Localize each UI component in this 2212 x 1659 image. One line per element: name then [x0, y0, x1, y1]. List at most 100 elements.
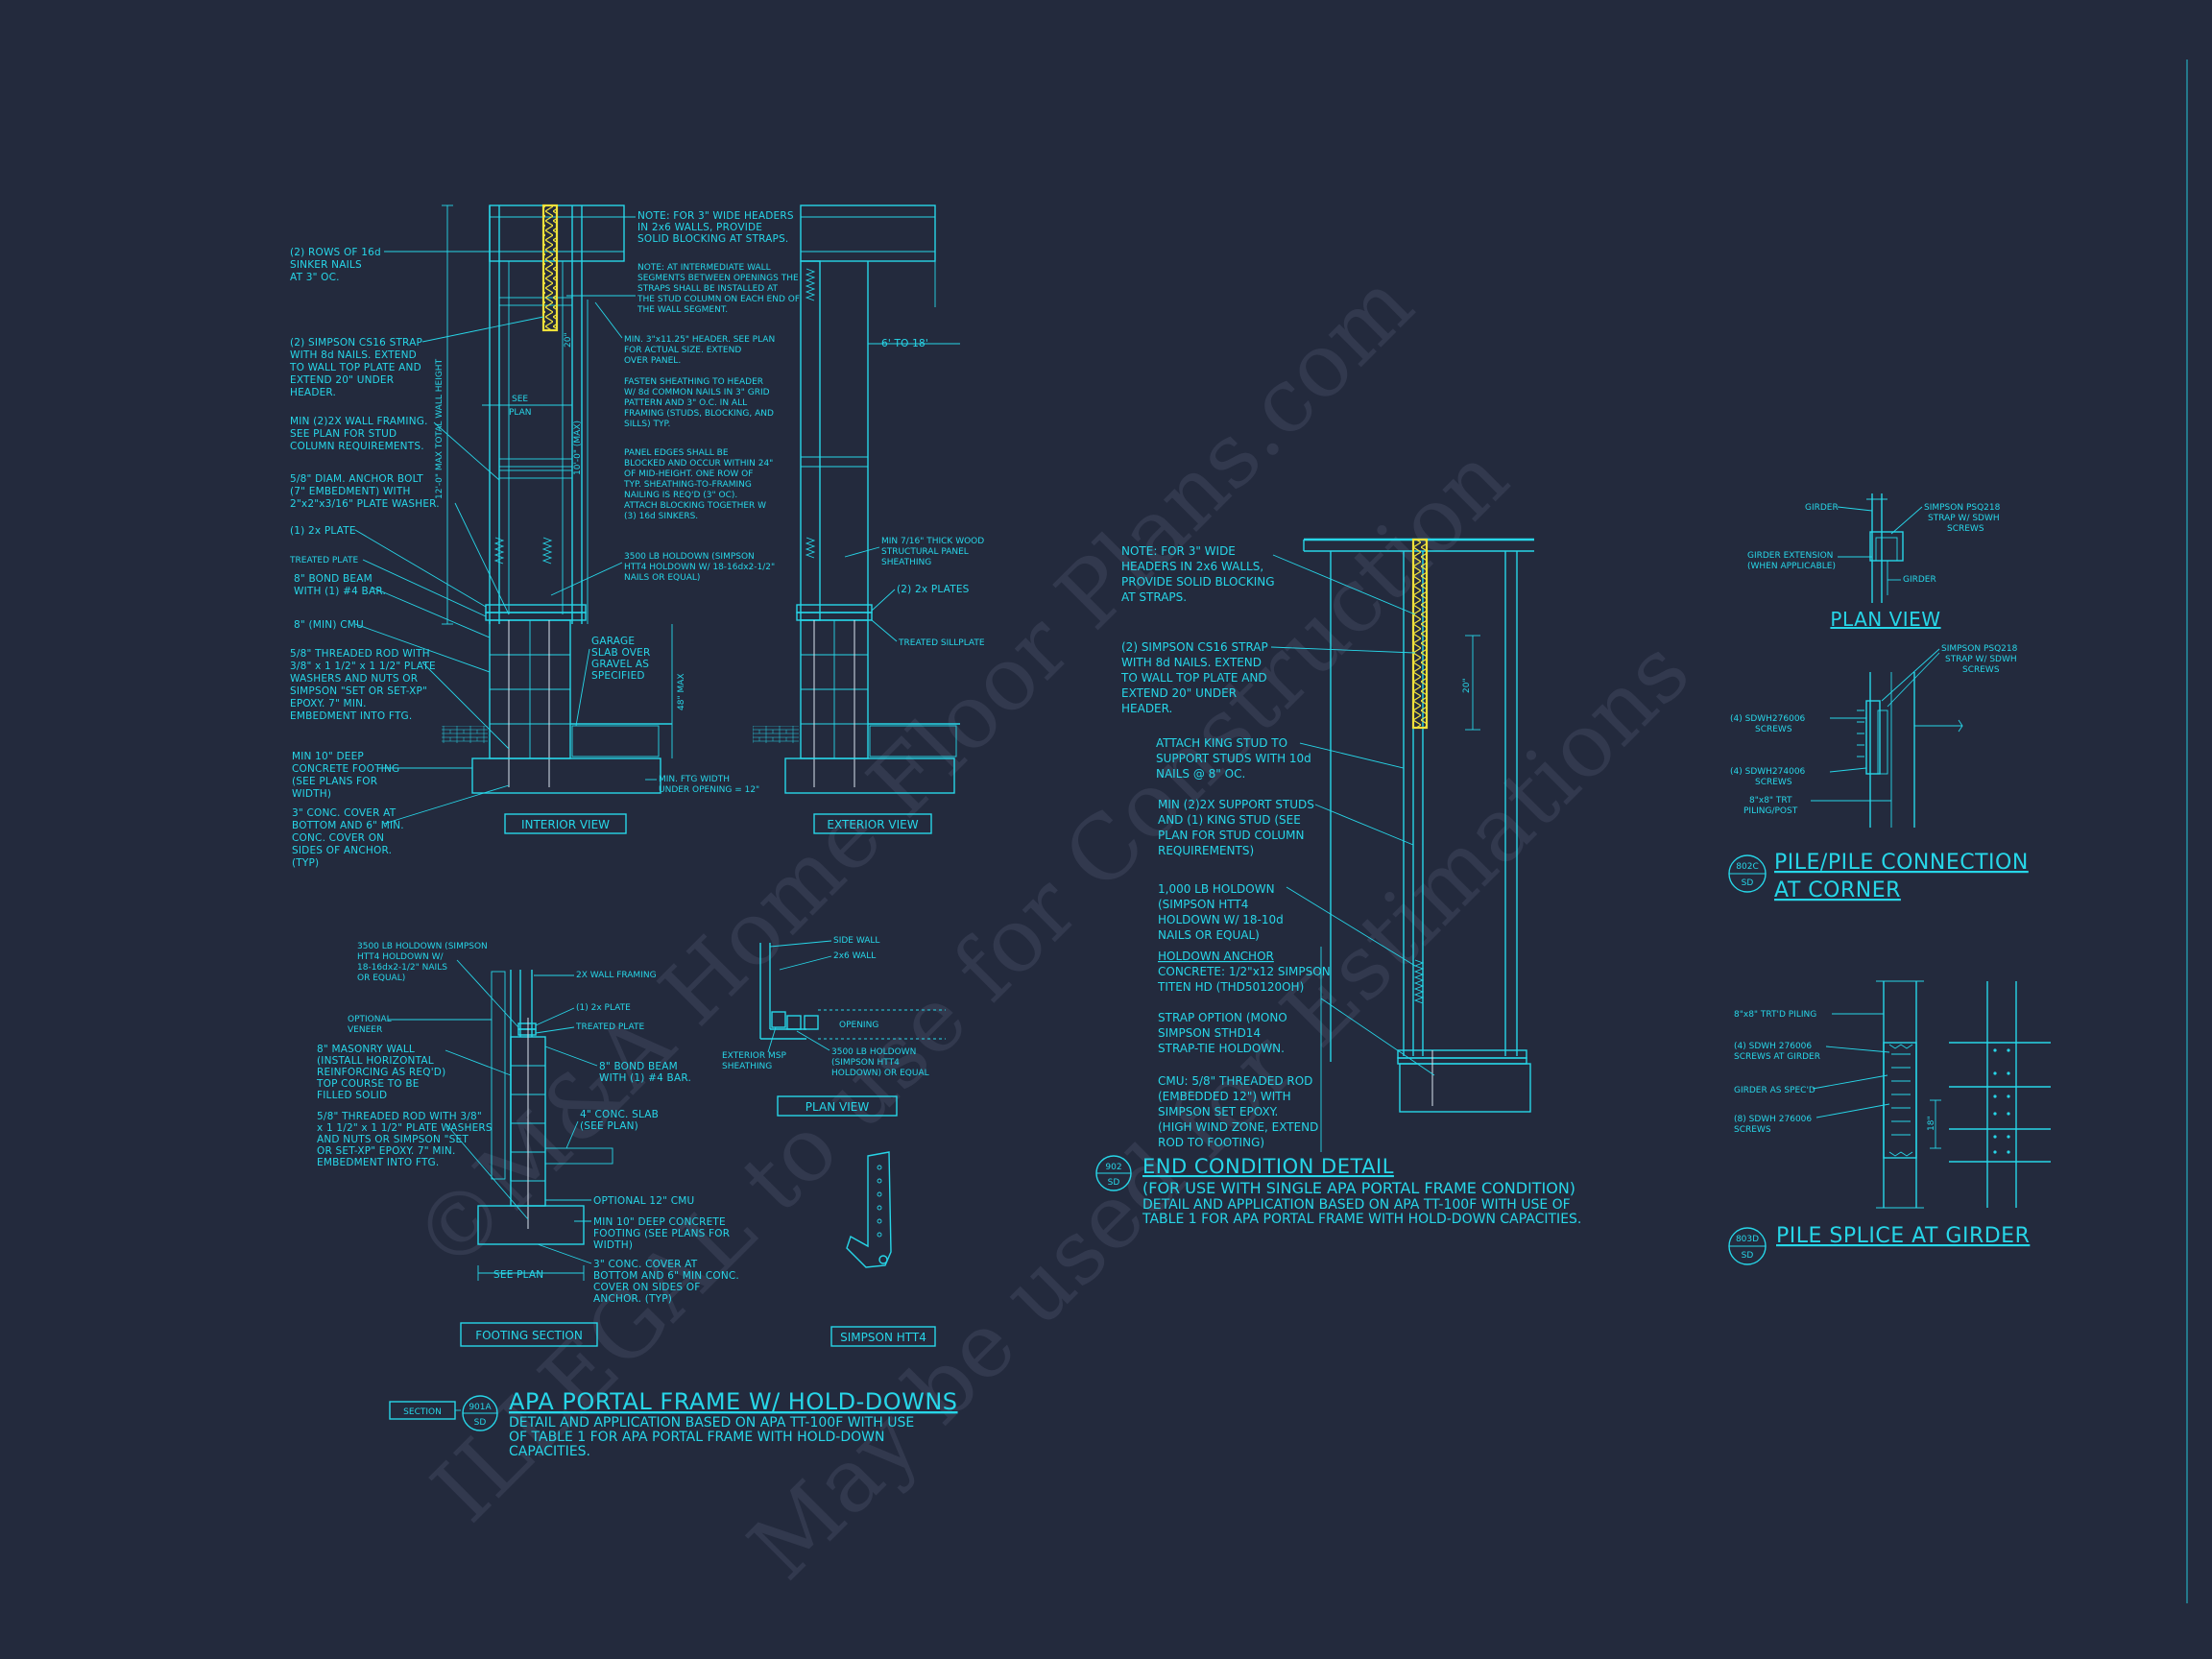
pile-corner-elevation-notes: SIMPSON PSQ218 STRAP W/ SDWH SCREWS (4) … [1730, 644, 2018, 816]
section-tag: SECTION [403, 1407, 442, 1417]
note-line: CONCRETE: 1/2"x12 SIMPSON [1158, 965, 1331, 978]
note-line: SCREWS [1947, 524, 1984, 534]
exterior-notes: 6' TO 18' MIN 7/16" THICK WOOD STRUCTURA… [844, 338, 985, 648]
note-line: OVER PANEL. [624, 356, 681, 366]
note-line: EMBEDMENT INTO FTG. [290, 710, 412, 722]
note-line: SCREWS [1755, 778, 1792, 787]
note-line: BLOCKED AND OCCUR WITHIN 24" [624, 459, 773, 469]
note-line: AT 3" OC. [290, 272, 340, 283]
note-line: GARAGE [591, 636, 635, 647]
bubble-sheet: SD [1742, 1251, 1754, 1261]
small-plan-view-drawing [759, 943, 946, 1040]
note-line: GRAVEL AS [591, 659, 649, 670]
note-line: 18-16dx2-1/2" NAILS [357, 963, 447, 973]
pile-corner-elevation-drawing [1857, 672, 1963, 828]
note-line: x 1 1/2" x 1 1/2" PLATE WASHERS [317, 1122, 493, 1134]
note-line: HTT4 HOLDOWN W/ 18-16dx2-1/2" [624, 563, 775, 572]
note-line: COLUMN REQUIREMENTS. [290, 441, 424, 452]
note-line: HEADER. [1121, 702, 1172, 715]
note-line: 6' TO 18' [881, 338, 928, 349]
interior-view-label: INTERIOR VIEW [504, 813, 627, 834]
note-line: AT STRAPS. [1121, 590, 1187, 604]
note-line: OPTIONAL 12" CMU [593, 1195, 694, 1207]
dim-total-wall-height: 12'-0" MAX TOTAL WALL HEIGHT [435, 358, 445, 499]
note-line: TREATED PLATE [289, 556, 358, 565]
detail-title: APA PORTAL FRAME W/ HOLD-DOWNS [509, 1388, 958, 1415]
note-line: TO WALL TOP PLATE AND [289, 362, 421, 373]
note-line: STRAP W/ SDWH [1945, 655, 2017, 664]
note-line: AND NUTS OR SIMPSON "SET [317, 1134, 469, 1145]
note-line: FILLED SOLID [317, 1090, 387, 1101]
detail-desc-line: (FOR USE WITH SINGLE APA PORTAL FRAME CO… [1142, 1179, 1575, 1197]
note-line: (WHEN APPLICABLE) [1747, 562, 1836, 571]
note-line: SEGMENTS BETWEEN OPENINGS THE [637, 274, 799, 283]
note-line: SHEATHING [722, 1062, 772, 1071]
note-line: MIN (2)2X WALL FRAMING. [290, 416, 428, 427]
note-line: NAILS @ 8" OC. [1156, 767, 1245, 781]
note-line: TREATED SILLPLATE [898, 638, 985, 648]
pile-plan-view-notes: GIRDER SIMPSON PSQ218 STRAP W/ SDWH SCRE… [1747, 503, 2001, 585]
exterior-view-drawing [753, 204, 960, 794]
note-line: 3" CONC. COVER AT [292, 807, 397, 819]
bubble-number: 803D [1736, 1235, 1759, 1244]
dim-see: SEE [512, 395, 528, 404]
small-plan-view-label: PLAN VIEW [777, 1095, 898, 1117]
note-line: TREATED PLATE [575, 1022, 644, 1032]
note-line: EXTEND 20" UNDER [1121, 686, 1237, 700]
note-line: STRAP OPTION (MONO [1158, 1011, 1287, 1024]
detail-803d-title-block: 803D SD PILE SPLICE AT GIRDER [1728, 1224, 2030, 1265]
note-line: MIN 7/16" THICK WOOD [881, 537, 984, 546]
note-line: WASHERS AND NUTS OR [290, 673, 418, 685]
note-line: (2) 2x PLATES [897, 584, 970, 595]
note-line: 8" MASONRY WALL [317, 1044, 415, 1055]
note-line: NOTE: AT INTERMEDIATE WALL [637, 263, 771, 273]
note-line: TYP. SHEATHING-TO-FRAMING [623, 480, 752, 490]
interior-view-dims: 12'-0" MAX TOTAL WALL HEIGHT 10'-0" (MAX… [435, 332, 686, 710]
note-line: WITH (1) #4 BAR. [294, 586, 386, 597]
note-line: ATTACH BLOCKING TOGETHER W [624, 501, 766, 511]
footing-section-notes: 3500 LB HOLDOWN (SIMPSON HTT4 HOLDOWN W/… [316, 942, 739, 1305]
note-line: SCREWS [1962, 665, 2000, 675]
note-line: W/ 8d COMMON NAILS IN 3" GRID [624, 388, 770, 397]
note-line: PLAN FOR STUD COLUMN [1158, 829, 1305, 842]
note-line: SCREWS [1755, 725, 1792, 734]
note-line: WIDTH) [292, 788, 331, 800]
note-line: SEE PLAN FOR STUD [290, 428, 397, 440]
note-line: MIN 10" DEEP CONCRETE [593, 1216, 726, 1228]
note-line: ATTACH KING STUD TO [1156, 736, 1287, 750]
note-line: (4) SDWH276006 [1730, 714, 1806, 724]
note-line: NOTE: FOR 3" WIDE HEADERS [637, 210, 794, 222]
note-line: BOTTOM AND 6" MIN CONC. [593, 1270, 739, 1282]
note-line: VENEER [348, 1025, 382, 1035]
dim-plan: PLAN [509, 408, 532, 418]
note-line: (1) 2x PLATE [576, 1003, 631, 1013]
bubble-number: 802C [1736, 862, 1758, 872]
note-line: TOP COURSE TO BE [316, 1078, 420, 1090]
note-line: 5/8" THREADED ROD WITH [290, 648, 430, 660]
note-line: SCREWS AT GIRDER [1734, 1052, 1820, 1062]
note-line: SEE PLAN [493, 1269, 543, 1281]
footing-section-label: FOOTING SECTION [460, 1322, 598, 1347]
note-line: (3) 16d SINKERS. [624, 512, 698, 521]
dim-20-inch-end: 20" [1462, 678, 1472, 693]
note-line: ROD TO FOOTING) [1158, 1136, 1264, 1149]
note-line: (2) SIMPSON CS16 STRAP [290, 337, 422, 349]
note-line: TITEN HD (THD50120OH) [1157, 980, 1304, 994]
note-line: CONCRETE FOOTING [292, 763, 399, 775]
note-line: FRAMING (STUDS, BLOCKING, AND [624, 409, 774, 419]
note-line: (SIMPSON HTT4 [831, 1058, 900, 1068]
note-line: (SIMPSON HTT4 [1158, 898, 1248, 911]
note-line: (INSTALL HORIZONTAL [317, 1055, 434, 1067]
dim-20-inch: 20" [564, 332, 573, 348]
exterior-view-label: EXTERIOR VIEW [813, 813, 932, 834]
note-line: SIMPSON PSQ218 [1941, 644, 2018, 654]
note-line: FOOTING (SEE PLANS FOR [593, 1228, 730, 1239]
note-line: EXTERIOR MSP [722, 1051, 786, 1061]
bubble-number: 902 [1105, 1163, 1121, 1172]
note-line: THE WALL SEGMENT. [637, 305, 728, 315]
note-line: 8"x8" TRT [1749, 796, 1792, 805]
dim-max-10ft: 10'-0" (MAX) [573, 421, 583, 475]
note-line: 8" (MIN) CMU [294, 619, 364, 631]
note-line: MIN. 3"x11.25" HEADER. SEE PLAN [624, 335, 775, 345]
